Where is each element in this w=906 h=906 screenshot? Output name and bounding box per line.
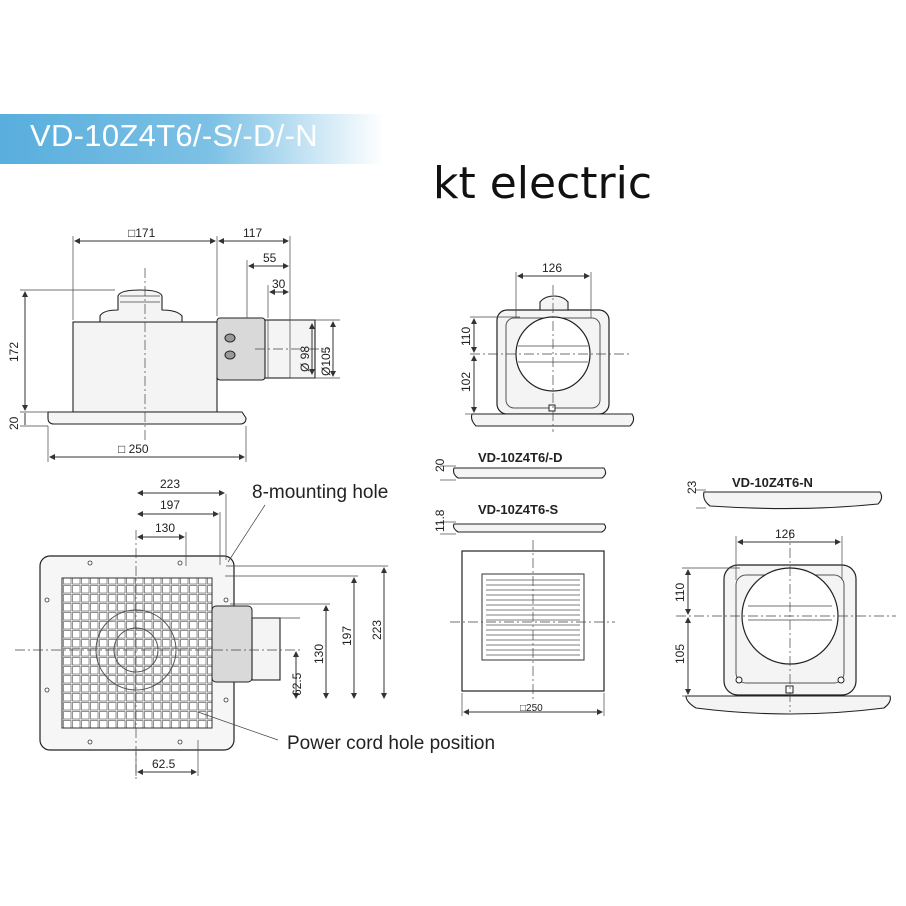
dim-plan-223: 223 — [160, 477, 180, 491]
dim-side-height: 172 — [7, 342, 21, 362]
note-mounting-hole: 8-mounting hole — [252, 482, 388, 503]
dim-plan-bottom-62-5: 62.5 — [152, 757, 176, 771]
variant-s-label: VD-10Z4T6-S — [478, 502, 559, 517]
dim-front-110: 110 — [459, 327, 473, 346]
variant-d-dim: 20 — [433, 458, 447, 472]
variant-panels: VD-10Z4T6/-D 20 VD-10Z4T6-S 11.8 □250 — [433, 450, 615, 716]
dim-diameter-98: Ø 98 — [298, 346, 312, 372]
variant-s-dim: 11.8 — [433, 509, 447, 532]
plan-grille — [61, 577, 213, 729]
dim-duct-55: 55 — [263, 251, 277, 265]
model-banner — [0, 114, 384, 164]
model-title: VD-10Z4T6/-S/-D/-N — [30, 118, 318, 153]
variant-d-panel — [452, 467, 607, 479]
dim-diameter-105: Ø105 — [319, 346, 333, 376]
n-variant-dim-23: 23 — [685, 480, 699, 494]
dim-duct-30: 30 — [272, 277, 286, 291]
plan-duct-pipe — [251, 617, 281, 681]
dim-plan-197: 197 — [160, 498, 180, 512]
variant-d-label: VD-10Z4T6/-D — [478, 450, 563, 465]
n-variant-dim-110: 110 — [673, 583, 687, 602]
dim-duct-length: 117 — [243, 226, 262, 240]
variant-s-panel — [452, 523, 607, 533]
dim-plan-v-130: 130 — [312, 644, 326, 664]
front-view: 126 110 102 — [459, 261, 635, 432]
n-variant-label: VD-10Z4T6-N — [732, 475, 813, 490]
n-variant-dim-126: 126 — [775, 527, 795, 541]
dim-plan-v-223: 223 — [370, 620, 384, 640]
dim-side-width: □171 — [128, 226, 156, 240]
plan-duct-adaptor — [211, 605, 253, 683]
dim-front-126: 126 — [542, 261, 562, 275]
dim-plan-130: 130 — [155, 521, 175, 535]
dim-panel-width: □ 250 — [118, 442, 149, 456]
n-variant-panel — [703, 491, 883, 510]
n-variant-dim-105: 105 — [673, 644, 687, 664]
dim-front-102: 102 — [459, 372, 473, 392]
brand-name: kt electric — [433, 158, 653, 209]
ceiling-panel-side — [47, 411, 247, 425]
note-power-cord: Power cord hole position — [287, 733, 495, 754]
side-view: □171 117 55 30 172 20 Ø 98 Ø105 □ 250 — [7, 226, 340, 462]
n-variant-panel-front — [685, 695, 891, 715]
plan-view: 223 197 130 8-mounting hole 223 197 130 … — [15, 477, 495, 780]
dim-side-panel: 20 — [7, 416, 21, 430]
n-variant-view: VD-10Z4T6-N 23 126 110 105 — [673, 475, 896, 715]
grille-dim: □250 — [520, 703, 543, 714]
dim-plan-v-197: 197 — [340, 626, 354, 646]
motor-cap — [99, 289, 183, 323]
front-panel — [470, 413, 635, 427]
dim-plan-v-62-5: 62.5 — [290, 672, 304, 696]
